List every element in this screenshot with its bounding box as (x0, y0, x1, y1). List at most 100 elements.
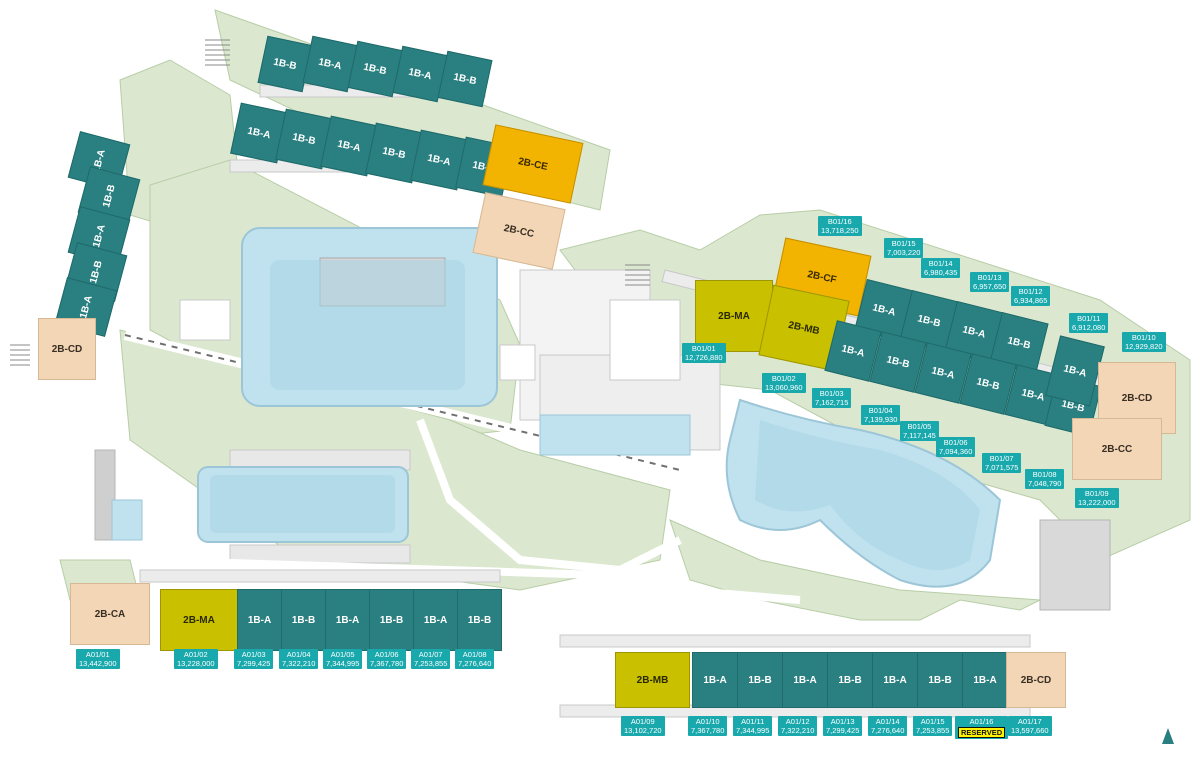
unit-price: 12,929,820 (1125, 342, 1163, 351)
unit-1b-b[interactable]: 1B-B (281, 589, 326, 651)
unit-2b-ca[interactable]: 2B-CA (70, 583, 150, 645)
unit-price: 7,367,780 (370, 659, 404, 668)
unit-1b-b[interactable]: 1B-B (457, 589, 502, 651)
unit-price: 13,718,250 (821, 226, 859, 235)
unit-number: A01/11 (741, 717, 765, 726)
unit-1b-a[interactable]: 1B-A (872, 652, 918, 708)
unit-price: 7,299,425 (237, 659, 271, 668)
unit-1b-b[interactable]: 1B-B (917, 652, 963, 708)
unit-number: A01/15 (920, 717, 945, 726)
unit-number: A01/14 (875, 717, 900, 726)
unit-1b-a[interactable]: 1B-A (782, 652, 828, 708)
unit-number: B01/15 (891, 239, 916, 248)
unit-number: A01/12 (785, 717, 810, 726)
unit-number: B01/09 (1084, 489, 1109, 498)
unit-price: 7,276,640 (458, 659, 492, 668)
unit-2b-cd[interactable]: 2B-CD (1006, 652, 1066, 708)
unit-number: A01/03 (241, 650, 266, 659)
unit-1b-b[interactable]: 1B-B (827, 652, 873, 708)
unit-price: 7,344,995 (736, 726, 770, 735)
unit-price: 7,253,855 (414, 659, 448, 668)
unit-number: B01/05 (907, 422, 932, 431)
unit-price: 7,139,930 (864, 415, 898, 424)
unit-1b-a[interactable]: 1B-A (237, 589, 282, 651)
unit-number: B01/07 (989, 454, 1014, 463)
unit-2b-ma[interactable]: 2B-MA (160, 589, 238, 651)
unit-number: A01/07 (418, 650, 443, 659)
unit-1b-b[interactable]: 1B-B (369, 589, 414, 651)
unit-1b-b[interactable]: 1B-B (257, 35, 313, 93)
unit-2b-ma[interactable]: 2B-MA (695, 280, 773, 352)
unit-number: A01/08 (462, 650, 487, 659)
unit-number: A01/06 (374, 650, 399, 659)
north-arrow-icon (1162, 728, 1174, 744)
unit-number: A01/04 (286, 650, 311, 659)
unit-2b-mb[interactable]: 2B-MB (615, 652, 690, 708)
unit-number: B01/01 (691, 344, 716, 353)
unit-1b-a[interactable]: 1B-A (325, 589, 370, 651)
unit-number: A01/05 (330, 650, 355, 659)
unit-price: 7,276,640 (871, 726, 905, 735)
unit-price: 7,094,360 (939, 447, 973, 456)
unit-number: B01/02 (771, 374, 796, 383)
unit-price: 13,597,660 (1011, 726, 1049, 735)
unit-number: B01/14 (928, 259, 953, 268)
unit-price: 7,322,210 (781, 726, 815, 735)
unit-number: B01/08 (1032, 470, 1057, 479)
unit-price: 7,299,425 (826, 726, 860, 735)
unit-number: B01/11 (1077, 314, 1101, 323)
unit-1b-a[interactable]: 1B-A (962, 652, 1008, 708)
unit-price: 7,003,220 (887, 248, 921, 257)
unit-1b-b[interactable]: 1B-B (437, 50, 493, 108)
unit-1b-a[interactable]: 1B-A (413, 589, 458, 651)
unit-price: 7,253,855 (916, 726, 950, 735)
unit-price: 6,934,865 (1014, 296, 1048, 305)
unit-price: 13,060,960 (765, 383, 803, 392)
unit-price: 13,222,000 (1078, 498, 1116, 507)
unit-number: A01/10 (695, 717, 720, 726)
unit-2b-cc[interactable]: 2B-CC (1072, 418, 1162, 480)
unit-1b-a[interactable]: 1B-A (692, 652, 738, 708)
unit-1b-b[interactable]: 1B-B (737, 652, 783, 708)
unit-number: A01/17 (1017, 717, 1042, 726)
unit-price: 13,442,900 (79, 659, 117, 668)
reserved-badge: RESERVED (958, 727, 1006, 738)
unit-number: B01/10 (1131, 333, 1156, 342)
unit-price: 6,980,435 (924, 268, 958, 277)
unit-2b-cd[interactable]: 2B-CD (38, 318, 96, 380)
unit-price: 7,048,790 (1028, 479, 1062, 488)
